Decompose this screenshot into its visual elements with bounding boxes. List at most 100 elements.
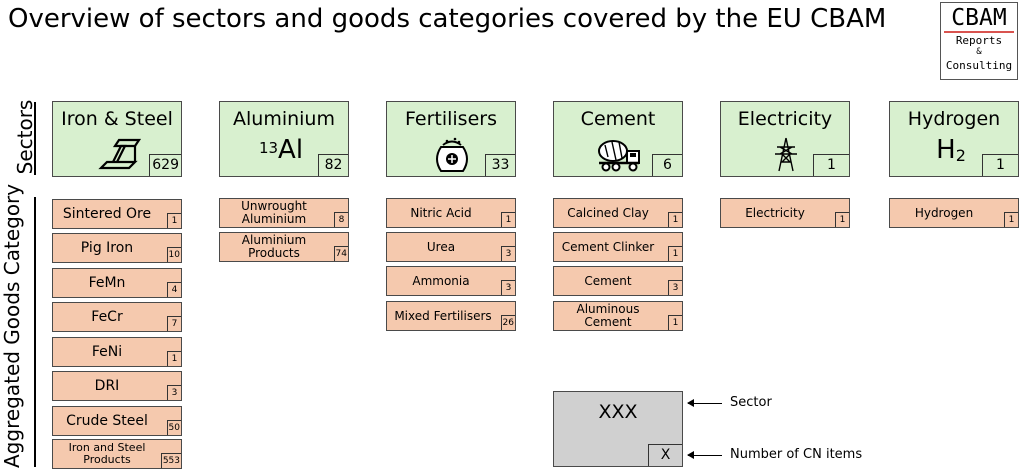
logo-main-text: CBAM [951,5,1007,31]
legend-sector-label: Sector [730,395,772,410]
sector-count: 6 [652,154,682,176]
category-name: Cement Clinker [561,239,655,254]
sector-name: Aluminium [233,108,335,130]
category-name: Ammonia [412,273,470,288]
category-count: 1 [501,212,515,227]
category-name: Electricity [745,205,805,220]
category-count: 50 [166,420,181,435]
category-nitric-acid: Nitric Acid 1 [386,198,516,228]
logo-line2: Consulting [945,59,1013,72]
category-count: 3 [167,385,181,400]
power-pylon-icon [775,137,797,172]
categories-row-label: Aggregated Goods Category [0,183,24,468]
sector-count: 33 [485,154,515,176]
sector-name: Electricity [737,108,833,130]
cbam-logo: CBAM Reports & Consulting [940,2,1018,80]
category-count: 1 [668,315,682,330]
logo-amp: & [976,47,982,57]
category-mixed-fertilisers: Mixed Fertilisers 26 [386,301,516,331]
category-aluminous-cement: Aluminous Cement 1 [553,301,683,331]
category-count: 1 [668,246,682,261]
category-calcined-clay: Calcined Clay 1 [553,198,683,228]
category-name: Mixed Fertilisers [394,308,492,323]
sector-count: 629 [149,154,181,176]
category-iron-steel-products: Iron and Steel Products 553 [52,439,182,469]
category-cement: Cement 3 [553,266,683,296]
category-name: FeNi [91,343,123,360]
sector-electricity: Electricity 1 [720,101,850,177]
category-count: 10 [166,247,181,262]
category-name: DRI [94,377,120,394]
element-symbol: H [936,135,956,165]
sector-name: Iron & Steel [61,108,173,130]
sector-hydrogen: Hydrogen H2 1 [889,101,1019,177]
category-count: 7 [167,316,181,331]
category-name: FeMn [88,274,126,291]
atomic-number: 13 [258,139,279,157]
category-hydrogen: Hydrogen 1 [889,198,1019,228]
category-count: 1 [167,213,181,228]
category-sintered-ore: Sintered Ore 1 [52,199,182,229]
category-name: Hydrogen [914,205,974,220]
sector-count: 1 [813,154,849,176]
category-count: 74 [333,246,348,261]
category-aluminium-products: Aluminium Products 74 [219,232,349,262]
category-fecr: FeCr 7 [52,302,182,332]
category-name: Sintered Ore [62,205,152,222]
sector-aluminium: Aluminium 13Al 82 [219,101,349,177]
legend-count-placeholder: X [648,444,682,466]
sector-iron-steel: Iron & Steel 629 [52,101,182,177]
category-name: FeCr [91,308,123,325]
category-electricity: Electricity 1 [720,198,850,228]
legend-sector-placeholder: XXX [598,401,638,423]
category-cement-clinker: Cement Clinker 1 [553,232,683,262]
legend-sector-arrow [687,399,722,407]
category-count: 26 [500,315,515,330]
category-name: Calcined Clay [567,205,649,220]
category-name: Pig Iron [80,239,134,256]
category-crude-steel: Crude Steel 50 [52,406,182,436]
category-count: 3 [668,280,682,295]
category-dri: DRI 3 [52,371,182,401]
category-name: Aluminium Products [241,233,307,260]
element-symbol: Al [278,135,304,165]
category-name: Cement [584,273,632,288]
category-count: 1 [835,212,849,227]
category-name: Unwrought Aluminium [241,199,307,226]
category-name: Aluminous Cement [576,302,640,329]
category-feni: FeNi 1 [52,337,182,367]
category-urea: Urea 3 [386,232,516,262]
sector-fertilisers: Fertilisers 33 [386,101,516,177]
legend-count-label: Number of CN items [730,447,863,462]
category-count: 3 [501,280,515,295]
cement-mixer-truck-icon [598,140,640,172]
category-count: 8 [334,212,348,227]
categories-row-divider [34,197,36,467]
logo-line1: Reports [955,34,1003,47]
hydrogen-symbol: H2 [884,132,1018,168]
steel-beam-icon [98,138,141,170]
fertiliser-bag-icon [436,137,468,172]
category-name: Crude Steel [66,412,148,429]
aluminium-symbol: 13Al [214,132,348,168]
category-pig-iron: Pig Iron 10 [52,233,182,263]
legend-count-arrow [687,451,722,459]
category-count: 1 [167,351,181,366]
logo-rule [944,31,1014,33]
category-count: 3 [501,246,515,261]
category-ammonia: Ammonia 3 [386,266,516,296]
category-count: 553 [160,453,181,468]
sector-count: 82 [318,154,348,176]
sector-cement: Cement 6 [553,101,683,177]
category-unwrought-aluminium: Unwrought Aluminium 8 [219,198,349,228]
sector-count: 1 [982,154,1018,176]
category-name: Iron and Steel Products [68,441,146,466]
category-count: 4 [167,282,181,297]
sector-name: Hydrogen [907,108,1001,130]
category-name: Urea [426,239,456,254]
sector-name: Fertilisers [405,108,497,130]
sectors-row-divider [34,102,36,175]
molecule-subscript: 2 [955,146,966,165]
category-count: 1 [1004,212,1018,227]
category-name: Nitric Acid [410,205,472,220]
